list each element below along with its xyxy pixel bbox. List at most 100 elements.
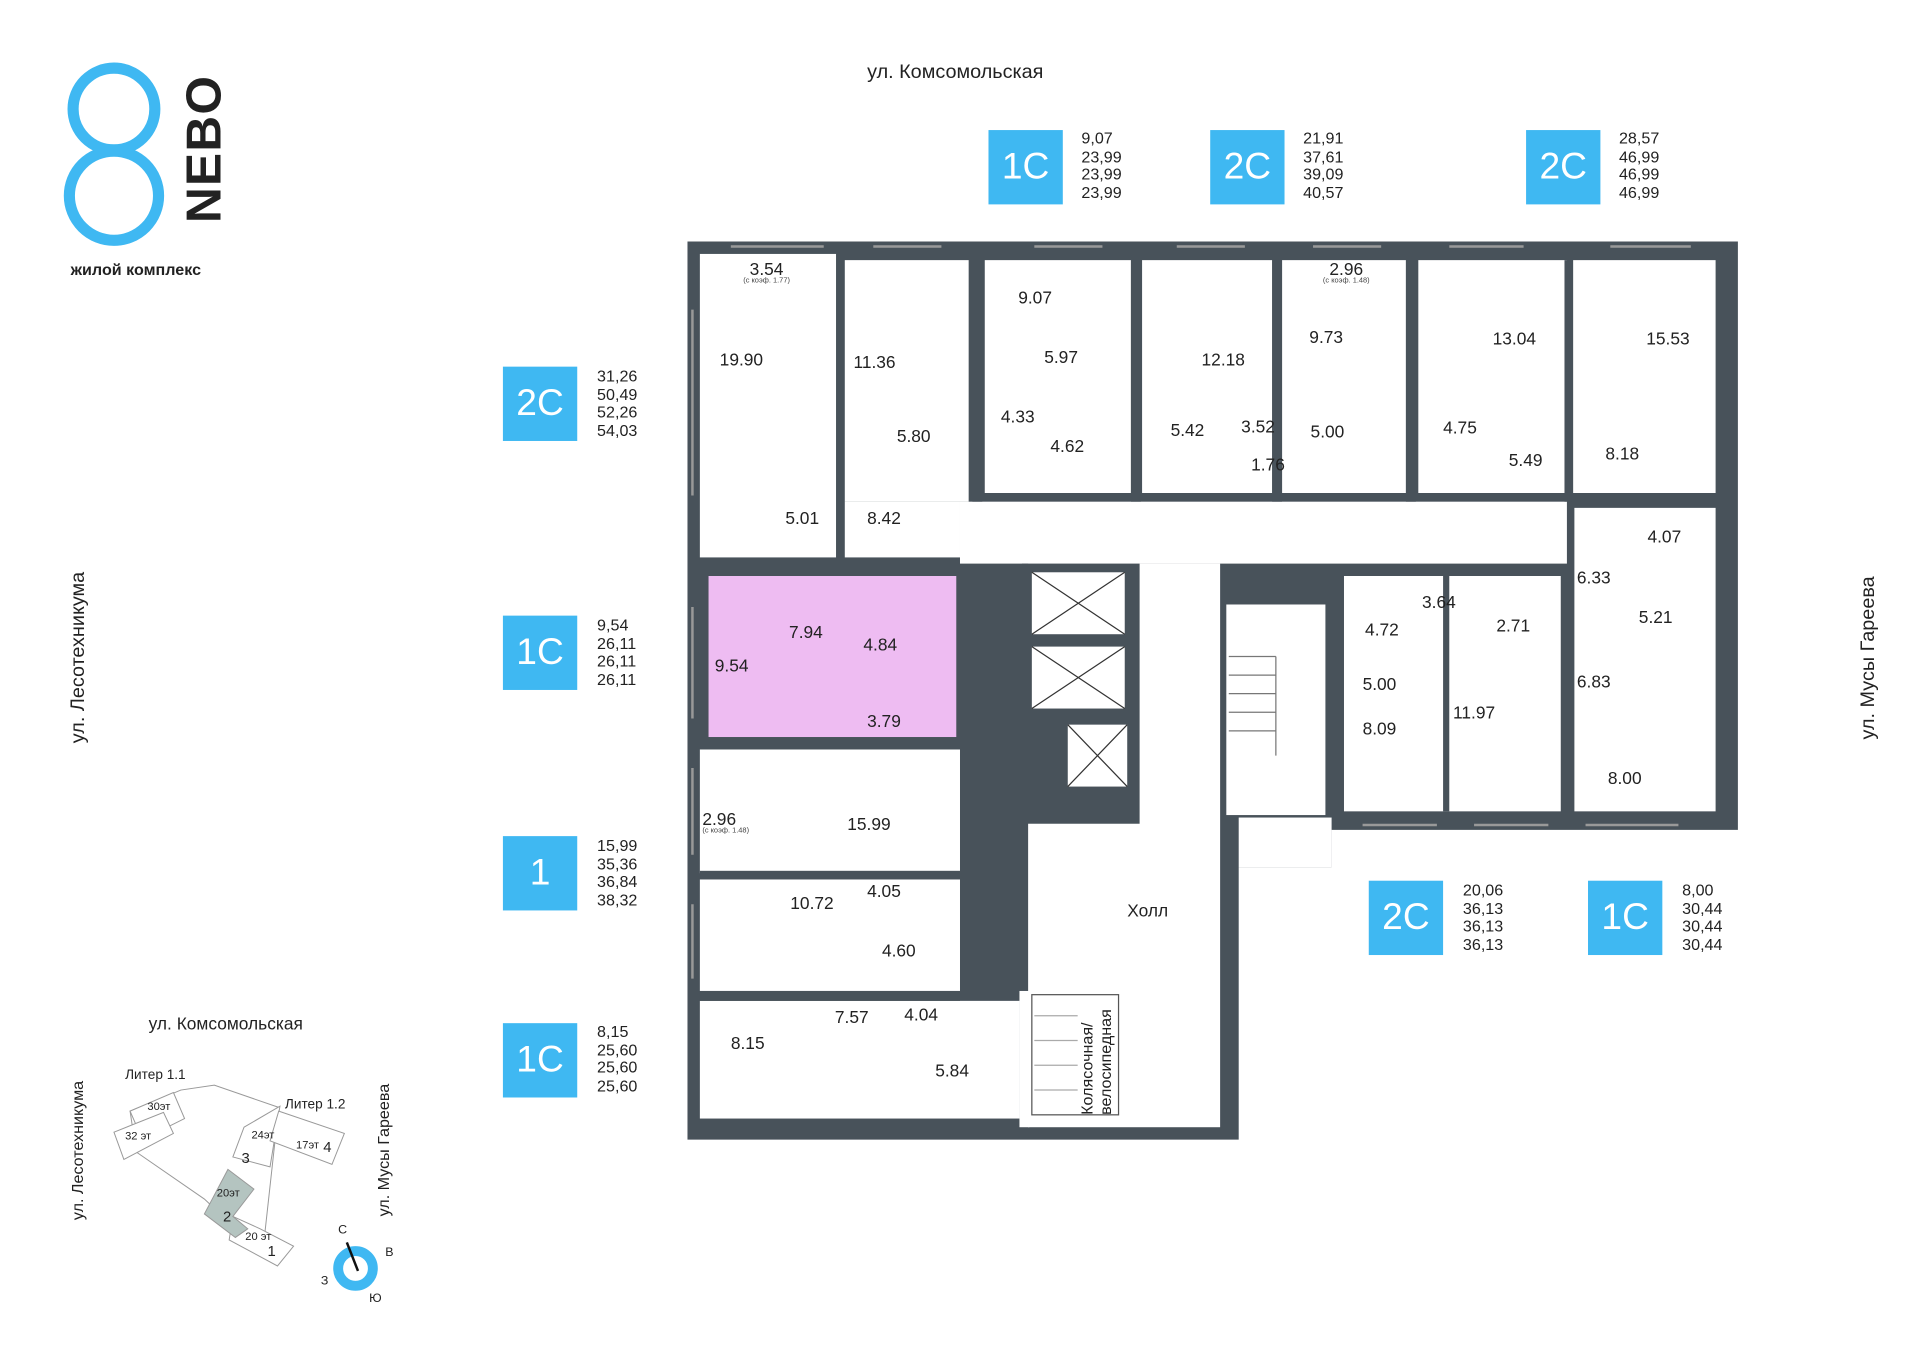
area-with-balcony: 30,44 (1682, 916, 1723, 936)
area-full: 30,44 (1682, 934, 1723, 954)
apartment-type-badge[interactable]: 2С (1210, 130, 1285, 205)
room-area: 15.99 (847, 813, 891, 834)
room-area: 4.60 (881, 940, 916, 960)
section-floors: 32 эт (125, 1129, 152, 1143)
room-area: 5.49 (1508, 449, 1543, 470)
apartment-type-badge[interactable]: 1С (502, 1023, 578, 1098)
area-living: 8,00 (1682, 880, 1714, 900)
room-area: 6.33 (1576, 567, 1611, 588)
area-coefficient: (с коэф. 1.77) (743, 277, 790, 285)
room (1418, 260, 1567, 494)
area-full: 40,57 (1303, 182, 1344, 202)
room-area: 4.62 (1050, 436, 1085, 456)
room-area: 9.54 (714, 655, 749, 676)
room-area: 4.33 (1000, 406, 1035, 427)
apartment-type-badge[interactable]: 1С (502, 615, 578, 690)
room-area: 8.15 (730, 1033, 765, 1053)
section-floors: 20 эт (245, 1230, 272, 1243)
area-living: 8,15 (597, 1021, 629, 1041)
room (1573, 507, 1716, 812)
area-total: 26,11 (597, 633, 637, 653)
room-area: 5.97 (1044, 346, 1078, 367)
section-number: 4 (323, 1138, 332, 1156)
room-area: 9.73 (1309, 327, 1344, 347)
room-area: 3.64 (1422, 592, 1456, 612)
apartment-type-badge[interactable]: 2С (502, 366, 578, 441)
room-area: 5.42 (1170, 419, 1205, 440)
area-full: 23,99 (1081, 182, 1122, 202)
area-with-balcony: 25,60 (597, 1057, 638, 1077)
bike-room (1031, 994, 1120, 1116)
apartment-type-badge[interactable]: 1С (988, 130, 1063, 205)
area-living: 31,26 (597, 366, 638, 386)
room-area: 7.57 (834, 1007, 869, 1027)
room-area: 8.42 (867, 507, 901, 528)
room-area: 4.04 (904, 1004, 939, 1025)
room (844, 501, 960, 558)
area-total: 50,49 (597, 384, 638, 404)
room-area: 2.71 (1496, 615, 1531, 636)
apartment-type-badge[interactable]: 2С (1368, 880, 1444, 956)
room (1343, 575, 1561, 812)
apartment-type-badge[interactable]: 1С (1588, 880, 1663, 956)
room-area: 5.84 (935, 1060, 969, 1081)
area-with-balcony: 39,09 (1303, 164, 1344, 184)
room (844, 260, 969, 502)
area-with-balcony: 23,99 (1081, 164, 1122, 184)
room-area: 13.04 (1492, 328, 1537, 349)
room-area: 3.54(с коэф. 1.77) (743, 258, 790, 285)
area-full: 46,99 (1618, 182, 1660, 202)
area-living: 9,07 (1081, 128, 1113, 148)
area-full: 26,11 (597, 669, 637, 689)
room-area: 4.75 (1443, 417, 1477, 438)
area-coefficient: (с коэф. 1.48) (702, 827, 750, 835)
section-floors: 24эт (251, 1128, 275, 1141)
area-total: 37,61 (1303, 146, 1344, 166)
room-area: 6.83 (1576, 671, 1611, 692)
liter-label: Литер 1.2 (284, 1097, 346, 1113)
compass-icon (333, 1246, 378, 1291)
area-total: 35,36 (597, 854, 638, 873)
apartment-type-badge[interactable]: 1 (502, 836, 578, 911)
area-total: 46,99 (1618, 146, 1660, 166)
minimap-shape (113, 1084, 378, 1291)
section-floors: 17эт (296, 1138, 320, 1151)
corridor (959, 501, 1567, 564)
room-area: 9.07 (1018, 287, 1052, 308)
room-area: 2.96(с коэф. 1.48) (1322, 258, 1370, 285)
room-area: 12.18 (1201, 349, 1245, 370)
area-with-balcony: 36,84 (597, 872, 638, 891)
room-area: 4.72 (1365, 619, 1399, 640)
room-area: 5.80 (896, 426, 931, 446)
room-area: 10.72 (790, 893, 834, 913)
room-area: 5.00 (1310, 421, 1345, 441)
room-area: 2.96(с коэф. 1.48) (702, 808, 750, 835)
hall-label: Холл (1127, 900, 1169, 921)
compass-south: Ю (369, 1291, 382, 1306)
area-with-balcony: 36,13 (1462, 916, 1504, 936)
room-area: 5.21 (1638, 606, 1673, 627)
room-area: 11.36 (853, 351, 896, 372)
apartment-type-badge[interactable]: 2С (1526, 130, 1601, 205)
room-area: 4.84 (863, 634, 898, 655)
area-with-balcony: 46,99 (1618, 164, 1660, 184)
section-floors: 30эт (147, 1099, 171, 1113)
bike-room-label: Колясочная/ велосипедная (1077, 1009, 1115, 1115)
room-area: 11.97 (1452, 702, 1496, 723)
room-area: 1.76 (1251, 454, 1285, 475)
section-number: 2 (222, 1207, 232, 1226)
section-number: 3 (241, 1149, 250, 1167)
room (699, 253, 837, 558)
room-area: 15.53 (1646, 328, 1690, 349)
compass-east: В (385, 1246, 394, 1260)
room-area: 8.00 (1607, 767, 1642, 788)
room-area: 3.52 (1241, 416, 1275, 437)
logo-subtitle: жилой комплекс (70, 260, 202, 279)
area-total: 30,44 (1682, 898, 1723, 918)
